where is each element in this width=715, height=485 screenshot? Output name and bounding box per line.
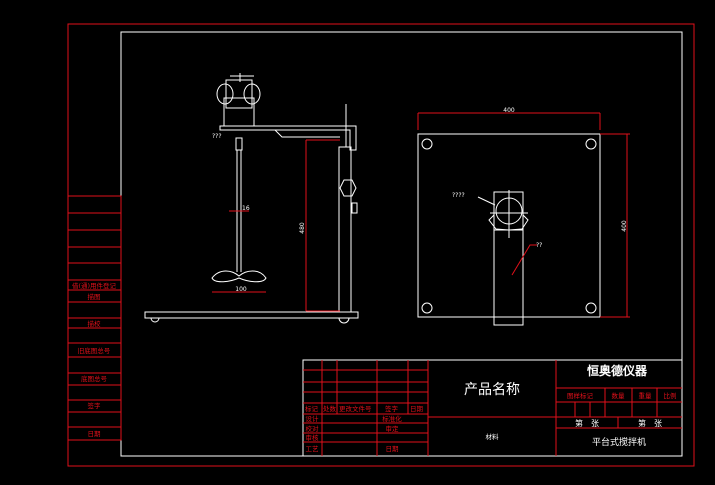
side-label: 旧底图总号: [78, 346, 111, 355]
right-header: 比例: [664, 391, 677, 400]
sign-label: 审核: [306, 433, 320, 442]
sign-label: 校对: [306, 424, 320, 433]
rev-header: 日期: [410, 405, 424, 413]
side-label: 日期: [88, 430, 102, 438]
drawing-title: 平台式搅拌机: [592, 436, 646, 448]
right-header: 图样标记: [567, 391, 594, 400]
sign-label: 审定: [386, 424, 400, 433]
clamp-callout: ????: [452, 192, 465, 199]
sign-label: 设计: [306, 414, 320, 423]
height-dimension: 480: [299, 222, 306, 234]
sign-label: 日期: [386, 445, 400, 453]
arm-callout: ??: [536, 242, 542, 249]
sign-label: 标准化: [382, 414, 402, 423]
motor-callout: ???: [212, 133, 222, 140]
rev-header: 标记: [305, 404, 319, 413]
rev-header: 签字: [385, 404, 399, 413]
rev-header: 处数: [323, 404, 337, 413]
side-label: 描校: [88, 319, 102, 328]
company-name: 恒奥德仪器: [587, 363, 648, 378]
rev-header: 更改文件号: [339, 404, 372, 413]
shaft-dimension: 16: [242, 205, 250, 212]
side-label: 借(通)用件登记: [72, 281, 117, 290]
front-view-mixer: ??? 100 16 480: [144, 73, 359, 324]
side-register-strip: 借(通)用件登记 描图 描校 旧底图总号 底图总号 签字 日期: [67, 195, 122, 441]
top-view-base: ???? ?? 400 400: [417, 107, 630, 326]
impeller-dimension: 100: [235, 286, 247, 293]
right-header: 数量: [612, 391, 626, 400]
sheet-current: 第 张: [638, 418, 662, 428]
side-label: 底图总号: [81, 374, 108, 383]
side-label: 签字: [88, 401, 102, 410]
product-name: 产品名称: [464, 382, 520, 398]
title-block: 标记 处数 更改文件号 签字 日期 设计 标准化 校对 审定 审核 工艺 日期 …: [302, 359, 683, 457]
sign-label: 工艺: [306, 445, 320, 453]
base-width-dimension: 400: [503, 107, 515, 114]
right-header: 重量: [639, 392, 653, 400]
base-depth-dimension: 400: [621, 220, 628, 232]
side-label: 描图: [88, 292, 101, 301]
material-label: 材料: [486, 432, 500, 441]
sheet-total: 第 张: [575, 418, 599, 428]
